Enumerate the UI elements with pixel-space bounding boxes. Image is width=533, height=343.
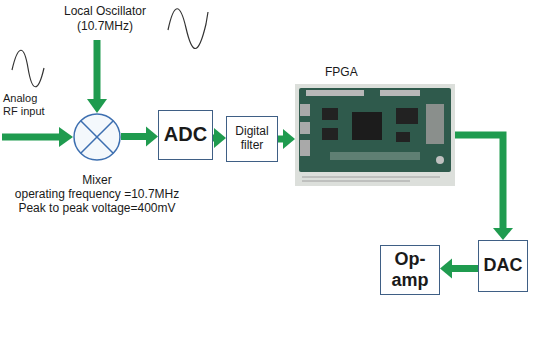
arrow-shaft: [121, 133, 147, 140]
component-name: FPGA: [325, 65, 358, 79]
component-name: ADC: [163, 123, 208, 146]
arrow-head: [440, 259, 452, 279]
mixer-cross: [81, 121, 114, 154]
fpga-chip: [352, 112, 382, 140]
mixer-outline: [74, 114, 120, 160]
photo-caption-line: [302, 177, 440, 178]
input-arrow: [2, 134, 60, 141]
port: [300, 104, 310, 116]
port: [300, 140, 310, 156]
dac-box: DAC: [478, 240, 528, 292]
chip: [396, 108, 418, 124]
component-name: Op-amp: [385, 249, 435, 290]
arrow-head: [214, 128, 226, 148]
arrow-head: [283, 129, 295, 149]
port: [300, 122, 310, 134]
photo-ground: [295, 84, 455, 186]
sine-wave: [12, 50, 44, 87]
signal-arrow: [455, 135, 513, 240]
connector: [426, 104, 444, 144]
arrow-head: [493, 228, 513, 240]
component-spec: operating frequency =10.7MHz: [15, 187, 179, 201]
component-name: DAC: [483, 255, 523, 276]
sine-wave: [168, 9, 208, 49]
oscillator-arrow-head: [87, 99, 107, 113]
component-name: Mixer: [15, 173, 179, 187]
arrow-head: [146, 127, 158, 147]
switch: [436, 156, 444, 164]
fpga-board-picture: [295, 84, 455, 186]
signal-arrow: [440, 259, 478, 279]
mixer-caption: Mixeroperating frequency =10.7MHzPeak to…: [15, 173, 179, 215]
signal-arrow: [278, 129, 295, 149]
chip: [322, 108, 338, 120]
arrow-shaft: [451, 265, 478, 272]
component-name: Digital filter: [231, 125, 273, 153]
pcb: [299, 88, 451, 172]
header: [380, 90, 420, 96]
header: [306, 90, 364, 96]
arrow-shaft: [455, 135, 503, 229]
button-row: [330, 152, 420, 160]
adc-box: ADC: [158, 110, 213, 160]
mixer-cross: [81, 121, 114, 154]
signal-arrow: [213, 128, 226, 148]
oscillator-arrow: [94, 40, 101, 100]
chip: [396, 132, 410, 142]
oscillator-label: Local Oscillator (10.7MHz): [55, 4, 155, 34]
filter-box: Digital filter: [226, 116, 278, 162]
input-label: Analog RF input: [3, 92, 49, 118]
chip: [322, 128, 338, 140]
fpga-board: FPGA: [295, 84, 455, 186]
signal-arrow: [121, 127, 158, 147]
mixer-symbol: [73, 113, 121, 161]
mixer-circle: Mixeroperating frequency =10.7MHzPeak to…: [73, 113, 121, 161]
input-arrow-head: [59, 127, 73, 147]
component-spec: Peak to peak voltage=400mV: [15, 201, 179, 215]
opamp-box: Op-amp: [380, 245, 440, 295]
photo-caption-line: [302, 181, 410, 182]
